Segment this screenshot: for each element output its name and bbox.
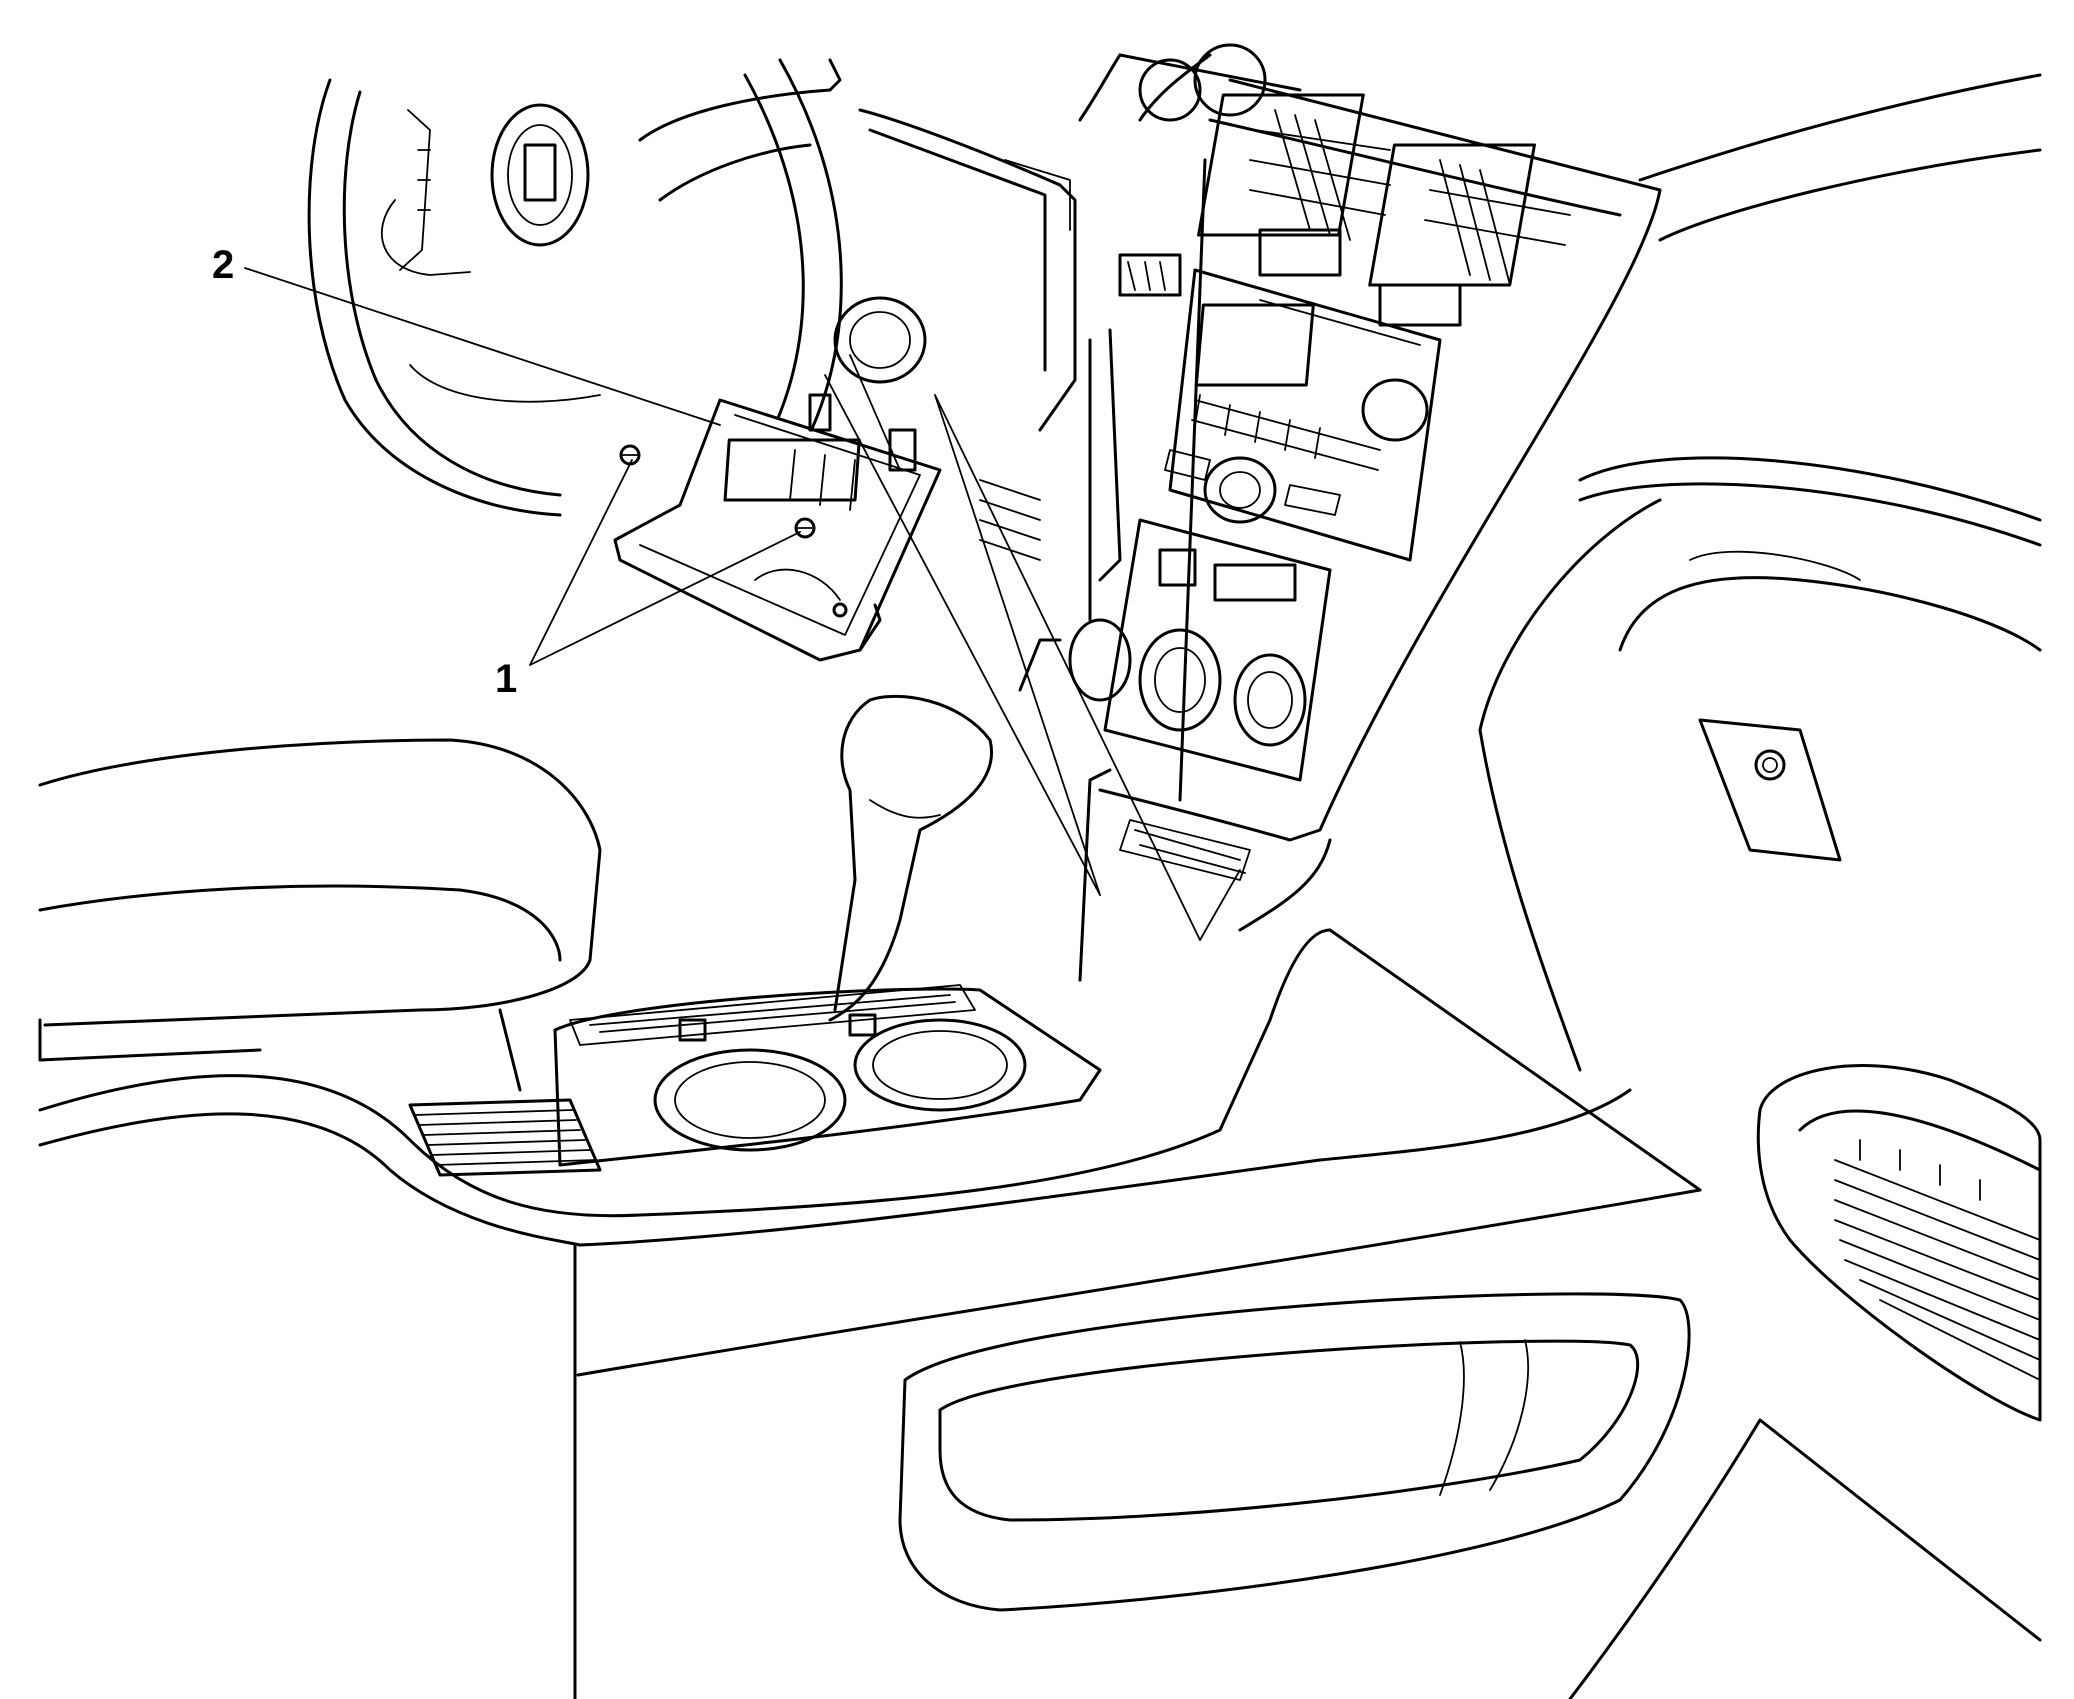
steering-wheel — [307, 58, 843, 517]
callout-1-leader-right — [529, 531, 801, 666]
callout-1-label: 1 — [495, 657, 517, 701]
door-vent-grille — [1756, 1064, 2042, 1422]
assembly-guide-lines — [824, 354, 1241, 941]
armrest — [38, 738, 602, 1092]
gear-shifter — [828, 694, 993, 1022]
right-instrument-panel — [1478, 73, 2042, 1072]
center-stack — [1068, 78, 1662, 881]
floor-console — [38, 768, 1702, 1699]
switch-bezel-assembly — [613, 393, 942, 662]
storage-pocket — [898, 1292, 1691, 1612]
callout-1: 1 — [495, 459, 801, 701]
callout-1-leader-left — [529, 459, 633, 666]
callout-2: 2 — [212, 243, 721, 426]
callout-2-label: 2 — [212, 243, 234, 287]
door-edge — [1568, 1418, 2042, 1699]
callout-2-leader — [244, 267, 721, 426]
instrument-panel — [638, 43, 1302, 692]
